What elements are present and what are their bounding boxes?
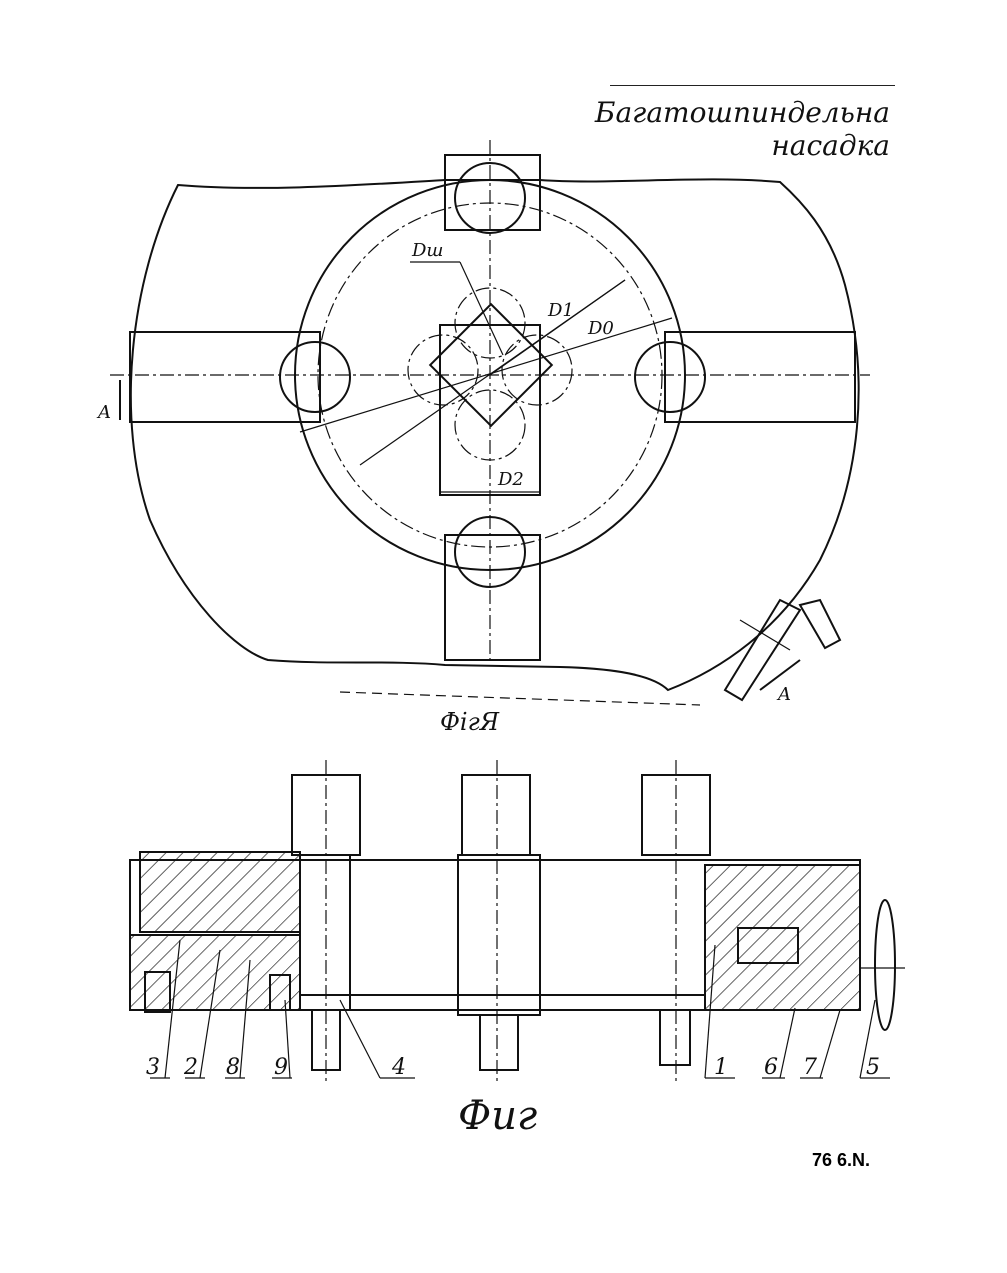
shank-right xyxy=(660,1010,690,1065)
callout-9: 9 xyxy=(274,1055,288,1080)
callout-5: 5 xyxy=(866,1055,880,1080)
hatched-block-left xyxy=(140,852,300,932)
callout-6: 6 xyxy=(764,1055,778,1080)
label-d2: D2 xyxy=(497,469,524,490)
rotated-square xyxy=(430,304,552,426)
figure-bottom-caption: Фиг xyxy=(458,1093,537,1139)
callout-8: 8 xyxy=(226,1055,240,1080)
spindle-circle-2 xyxy=(408,335,478,405)
housing-contour xyxy=(131,179,859,690)
spindle-middle xyxy=(458,855,540,1015)
jaw-slot-left xyxy=(130,332,320,422)
callout-1: 1 xyxy=(714,1055,728,1080)
break-line xyxy=(340,692,700,705)
spindle-left xyxy=(300,855,350,1010)
callout-4: 4 xyxy=(391,1055,406,1080)
handwheel xyxy=(875,900,895,1030)
top-view-figure: Dш D1 D0 D2 A A xyxy=(96,140,870,705)
jaw-slot-top xyxy=(445,155,540,230)
callout-2: 2 xyxy=(183,1055,198,1080)
ball-left xyxy=(280,342,350,412)
spindle-circle-3 xyxy=(502,335,572,405)
label-d1: D1 xyxy=(547,300,574,321)
page-code: 76 6.N. xyxy=(812,1150,870,1171)
shank-middle xyxy=(480,1015,518,1070)
label-section-right: A xyxy=(776,684,791,705)
section-view-figure: 3 2 8 9 4 1 6 7 5 xyxy=(130,760,905,1085)
handle-grip xyxy=(800,600,840,648)
jaw-slot-right xyxy=(665,332,855,422)
label-dsh: Dш xyxy=(411,240,443,261)
callout-7: 7 xyxy=(803,1055,817,1080)
label-section-left: A xyxy=(96,402,111,423)
hatched-block-right xyxy=(705,865,860,1010)
label-d0: D0 xyxy=(587,318,614,339)
spindle-top-middle xyxy=(462,775,530,855)
ball-right xyxy=(635,342,705,412)
callout-3: 3 xyxy=(146,1055,160,1080)
figure-top-caption: ФігЯ xyxy=(440,708,499,736)
